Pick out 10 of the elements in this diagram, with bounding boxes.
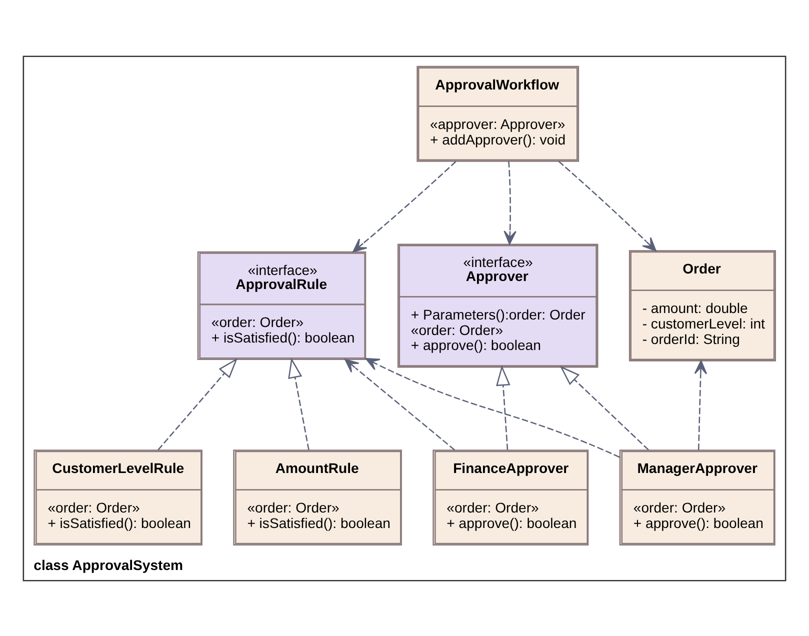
arrow bbox=[694, 360, 708, 450]
arrow bbox=[352, 160, 456, 252]
arrow bbox=[558, 160, 656, 251]
arrow bbox=[365, 357, 620, 458]
arrow bbox=[560, 365, 649, 450]
arrow bbox=[496, 364, 510, 450]
arrow bbox=[504, 160, 516, 244]
arrow bbox=[288, 357, 310, 450]
arrow bbox=[158, 358, 238, 450]
arrow bbox=[344, 358, 456, 450]
